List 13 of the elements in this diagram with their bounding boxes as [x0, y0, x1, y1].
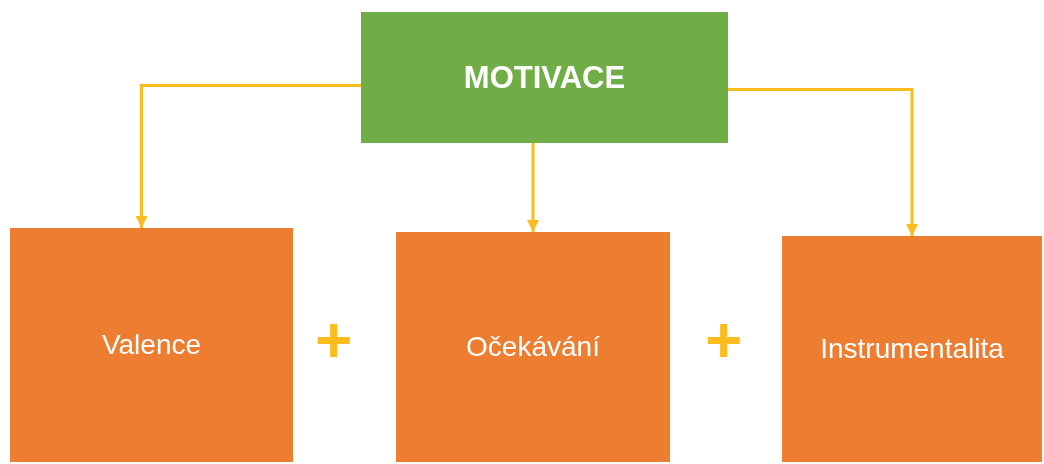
- plus-sign: +: [705, 308, 743, 372]
- arrow: [728, 88, 918, 236]
- process-box: [782, 236, 1042, 462]
- title-text: MOTIVACE: [463, 59, 626, 96]
- arrow: [135, 84, 361, 228]
- arrow: [527, 143, 539, 232]
- process-box: [10, 228, 293, 462]
- title-box: [361, 12, 728, 143]
- box-label: Valence: [101, 329, 202, 361]
- process-box: [396, 232, 670, 462]
- box-label: Očekávání: [466, 331, 600, 363]
- box-label: Instrumentalita: [820, 333, 1004, 365]
- plus-sign: +: [315, 308, 353, 372]
